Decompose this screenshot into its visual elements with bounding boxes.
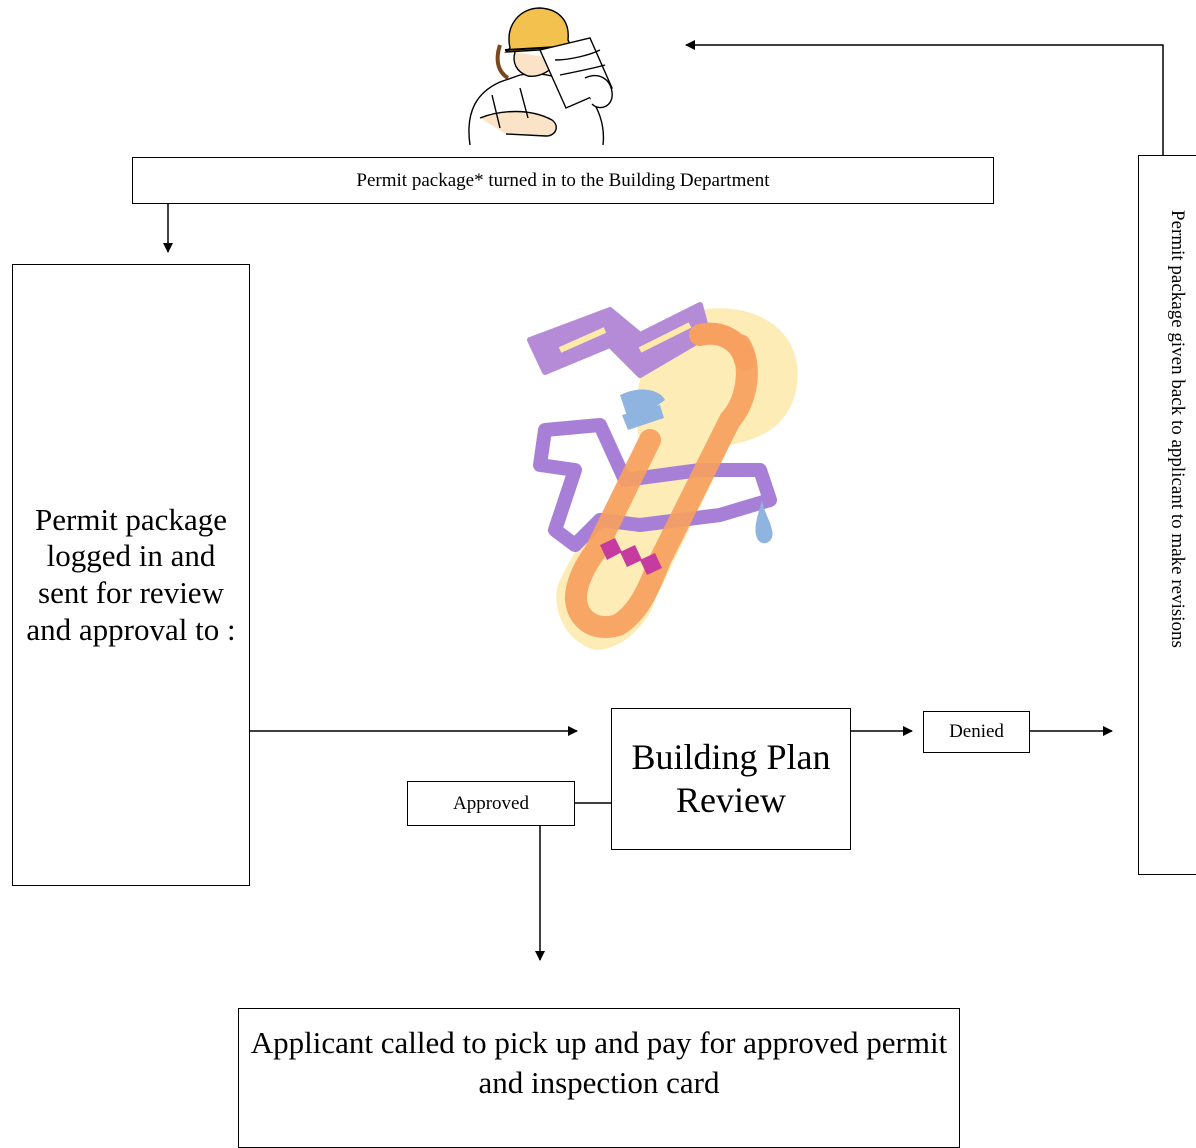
permit-turned-in-label: Permit package* turned in to the Buildin…: [356, 169, 770, 191]
diagram-canvas: [163, 7, 1164, 961]
applicant-called-box: Applicant called to pick up and pay for …: [238, 1008, 960, 1148]
applicant-called-label: Applicant called to pick up and pay for …: [250, 1025, 948, 1101]
faucet-wrench-icon: [527, 302, 798, 650]
revisions-label: Permit package given back to applicant t…: [1167, 210, 1188, 648]
construction-worker-icon: [468, 7, 613, 146]
denied-box: Denied: [923, 711, 1030, 753]
arrow-revisions-to-applicant: [685, 40, 1164, 155]
approved-label: Approved: [453, 792, 529, 814]
logged-in-label: Permit package logged in and sent for re…: [26, 501, 236, 647]
denied-label: Denied: [949, 721, 1004, 742]
building-plan-review-box: Building Plan Review: [611, 708, 851, 850]
building-plan-review-label: Building Plan Review: [631, 736, 831, 820]
revisions-box: [1138, 155, 1196, 875]
approved-box: Approved: [407, 781, 575, 826]
logged-in-box: Permit package logged in and sent for re…: [12, 264, 250, 886]
permit-turned-in-box: Permit package* turned in to the Buildin…: [132, 157, 994, 204]
